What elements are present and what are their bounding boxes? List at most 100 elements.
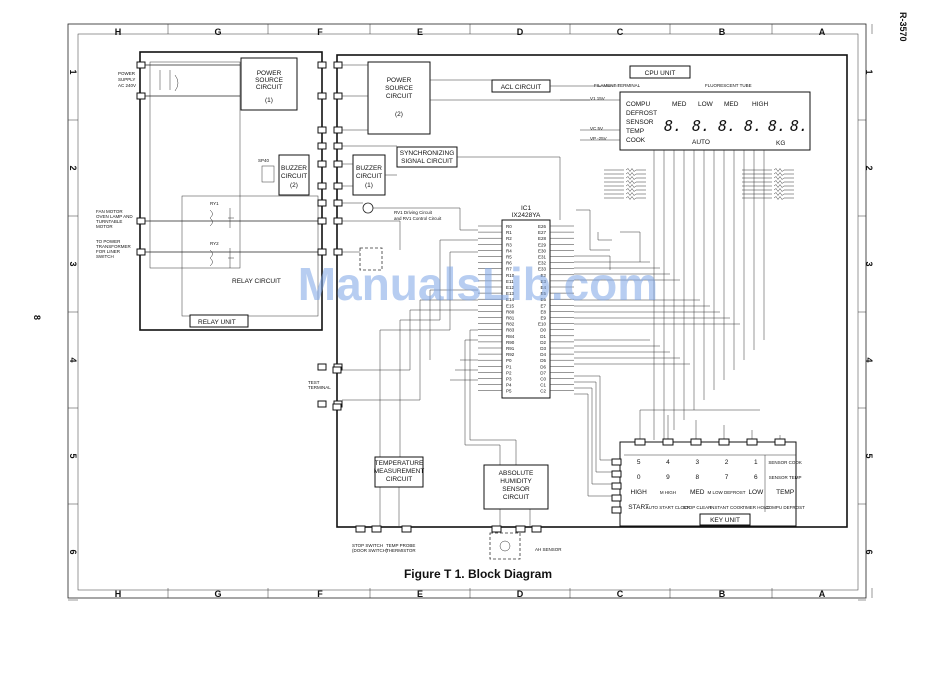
bottom-connectors (355, 525, 542, 533)
figure-caption: Figure T 1. Block Diagram (404, 567, 552, 581)
key-connector-left (611, 482, 622, 490)
ic-pin-left: R90 (506, 340, 515, 345)
key-connector-left (611, 494, 622, 502)
ic-pin-left: P0 (506, 358, 512, 363)
v1-label: V1 15V (590, 96, 605, 101)
ic-pin-right: E6 (540, 297, 546, 302)
ic-pin-left: P1 (506, 364, 512, 369)
display-word-top: HIGH (752, 101, 769, 108)
hv-label-1: TO POWER (96, 239, 121, 244)
key-label: AUTO START CLOCK (646, 505, 691, 510)
ahs-line-3: SENSOR (502, 486, 530, 493)
cpu-unit-label: CPU UNIT (645, 70, 676, 77)
ah-sensor-label: AH SENSOR (535, 547, 562, 552)
resistor (604, 192, 646, 196)
power-supply-label-2: SUPPLY (118, 77, 135, 82)
ic-pin-right: D5 (540, 358, 546, 363)
key-connector (690, 438, 702, 446)
resistor (742, 192, 794, 196)
buzzer2-line-1: BUZZER (281, 165, 307, 172)
wire (379, 487, 531, 526)
ic-pin-right: E7 (540, 303, 546, 308)
ic-pin-right: C2 (540, 389, 546, 394)
wire (379, 239, 478, 470)
temp-line-3: CIRCUIT (386, 476, 412, 483)
key-label: HIGH (631, 489, 648, 496)
wiring (342, 64, 781, 526)
ic-pin-left: R82 (506, 322, 515, 327)
ahs-line-4: CIRCUIT (503, 494, 529, 501)
wire (464, 329, 517, 465)
buzzer2-line-2: CIRCUIT (281, 173, 307, 180)
grid-col-bottom-B: B (719, 589, 726, 599)
ps1-line-4: (1) (265, 97, 273, 104)
ic-pin-right: D0 (540, 328, 546, 333)
resistor (604, 188, 646, 192)
ic-pin-right: C1 (540, 383, 546, 388)
connector-hv (136, 248, 146, 256)
wire (574, 255, 680, 281)
ic-pin-right: D1 (540, 334, 546, 339)
resistor (742, 196, 794, 200)
key-label: 0 (637, 474, 641, 481)
grid-col-top-G: G (214, 27, 221, 37)
key-label: 1 (754, 459, 758, 466)
ic-pin-left: R1 (506, 230, 512, 235)
key-label: 8 (695, 474, 699, 481)
ry1-label: RY1 (210, 201, 219, 206)
temp-line-2: MEASUREMENT (374, 468, 425, 475)
wire (574, 375, 620, 497)
rv1-label-2: and RV1 Control Circuit (394, 216, 442, 221)
key-label: LOW (748, 489, 764, 496)
grid-row-right-3: 3 (864, 261, 874, 266)
divider-connector (317, 182, 327, 190)
grid-col-top-E: E (417, 27, 423, 37)
power-source-circuit-2 (367, 61, 431, 135)
wire (342, 202, 478, 253)
relay-unit-frame (139, 51, 323, 331)
power-source-circuit-1 (240, 57, 298, 111)
grid-row-right-2: 2 (864, 165, 874, 170)
ic1-part-number: IX2428YA (512, 212, 541, 219)
resistor (742, 168, 794, 172)
bottom-connector (515, 525, 526, 533)
ic-pin-left: R0 (506, 224, 512, 229)
grid-row-right-1: 1 (864, 69, 874, 74)
divider-connector (333, 160, 343, 168)
display-digits: 8.8.8.8.8.8. (664, 117, 808, 135)
grid-col-top-H: H (115, 27, 122, 37)
ry2-label: RY2 (210, 241, 219, 246)
ic-pin-right: E5 (540, 291, 546, 296)
sheet-border (67, 23, 867, 599)
grid-col-top-C: C (617, 27, 624, 37)
key-label: INSTANT COOK (710, 505, 743, 510)
hv-label-4: SWITCH (96, 254, 114, 259)
key-label: 5 (637, 459, 641, 466)
bottom-connector (401, 525, 412, 533)
bottom-connector (491, 525, 502, 533)
ic-pin-right: E27 (538, 230, 547, 235)
sp40-label: SP40 (258, 158, 270, 163)
grid-col-bottom-C: C (617, 589, 624, 599)
ps1-line-1: POWER (257, 70, 282, 77)
divider-connector (317, 217, 327, 225)
key-label: M HIGH (660, 490, 676, 495)
grid-row-left-1: 1 (68, 69, 78, 74)
key-connector-left (611, 458, 622, 466)
ps2-line-2: SOURCE (385, 85, 413, 92)
ic-pin-left: R80 (506, 309, 515, 314)
resistor (604, 168, 646, 172)
divider-connector (317, 248, 327, 256)
bottom-connector (371, 525, 382, 533)
resistor-array-right (742, 168, 794, 200)
test-label-2: TERMINAL (308, 385, 331, 390)
bottom-connector (355, 525, 366, 533)
display-digit: 8. (692, 117, 710, 135)
ic-pin-right: E8 (540, 309, 546, 314)
resistor (604, 196, 646, 200)
resistor (742, 180, 794, 184)
key-label: 6 (754, 474, 758, 481)
page-number: 8 (32, 315, 42, 320)
display-digit: 8. (664, 117, 682, 135)
